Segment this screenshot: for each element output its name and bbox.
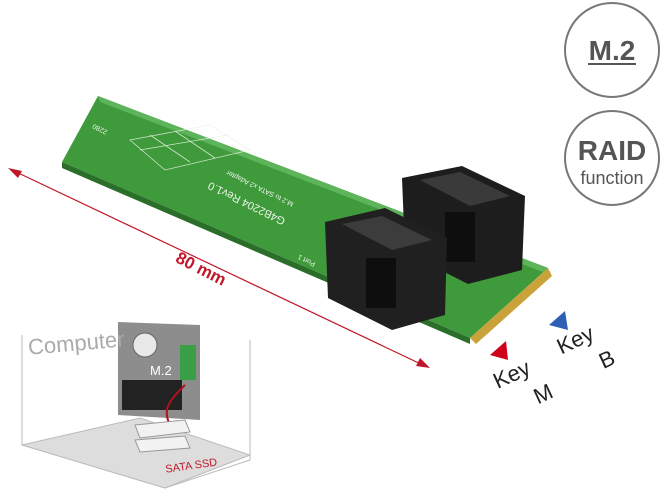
key-m-marker-icon [490,341,508,360]
m2-badge-label: M.2 [589,35,636,66]
key-b-letter: B [595,345,619,374]
sata-port-1 [325,208,447,330]
computer-inset: Computer M.2 SATA SSD [20,322,252,489]
key-m-letter: M [530,379,557,409]
raid-badge-label: RAID [578,135,646,166]
dimension-label: 80 mm [173,248,230,289]
m2-adapter-board: G4B2204 Rev1.0 M.2 to SATA x2 Adapter 22… [62,96,552,344]
key-m-word: Key [489,355,534,394]
key-b-marker-icon [549,311,568,330]
inset-m2-label: M.2 [150,363,172,378]
m2-badge: M.2 [564,2,660,98]
raid-badge: RAID function [564,110,660,206]
inset-title: Computer [27,326,125,359]
raid-badge-subtitle: function [580,168,643,188]
